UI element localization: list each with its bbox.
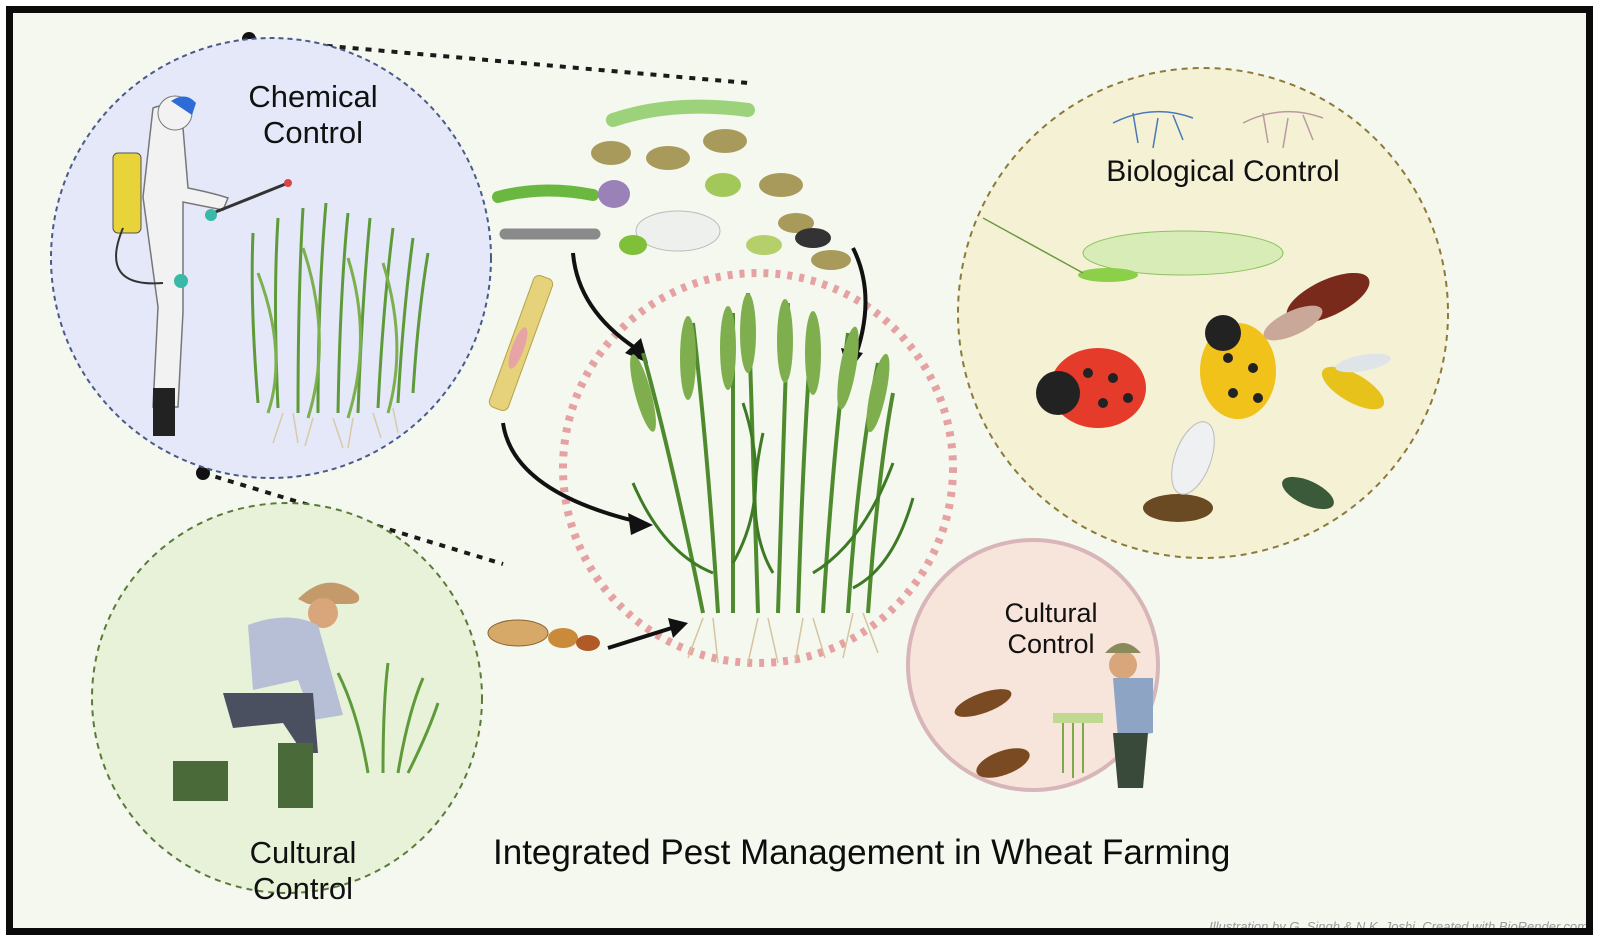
stem-borer-icon [488,274,554,412]
farmer-kneeling-icon [173,582,360,808]
zoom-dot [196,466,210,480]
aphid-icon [795,228,831,248]
biological-control-circle [957,67,1449,559]
fly-icon [1263,272,1370,341]
mite-icon [598,180,630,208]
parasitoid-wasp-icon [1143,421,1215,522]
wheat-ears [630,293,890,433]
wasp-icon [1321,353,1391,410]
wheat-crop-circle [559,269,957,667]
termite-icon [487,619,600,651]
credit-line: Illustration by G. Singh & N.K. Joshi. C… [1209,919,1588,934]
aphid-icon [591,141,631,165]
wheat-leaves [631,402,915,590]
wheat-roots [687,612,879,664]
pest-insects-icon [954,689,1030,778]
sprayer-person-icon [112,95,292,436]
diagram-frame: Chemical Control Biological Control Cult… [6,6,1593,935]
aphid-icon [646,146,690,170]
arrowheads [625,338,863,638]
biological-control-label: Biological Control [1106,155,1340,188]
aphid-icon [778,213,814,233]
caterpillar-icon [606,99,755,127]
ipm-illustration [50,32,1449,894]
ladybug-icon [1036,348,1146,428]
pest-cluster [487,99,851,651]
wheat-roots [272,407,399,449]
fungal-hyphae-icon [1242,110,1324,149]
cultural-control-circle-right [906,538,1160,792]
cultural-control-label-left: Cultural Control [249,835,357,906]
arrow-icon [501,247,868,650]
caterpillar-icon [492,184,599,203]
ladybug-icon [1200,315,1276,419]
lacewing-icon [982,217,1284,282]
winged-aphid-icon [619,210,721,255]
beetle-icon [1282,476,1334,510]
wheat-field-icon [250,202,430,419]
diagram-title: Integrated Pest Management in Wheat Farm… [493,833,1231,872]
aphid-icon [811,250,851,270]
cultural-control-label-right: Cultural Control [1004,598,1098,660]
fungal-hyphae-icon [1112,110,1194,149]
aphid-icon [705,173,741,197]
aphid-icon [759,173,803,197]
farmer-cutting-icon [1053,643,1153,788]
biological-agents [982,217,1391,522]
wheat-plant-icon [336,662,440,774]
aphid-icon [746,235,782,255]
aphid-icon [703,129,747,153]
chemical-control-label: Chemical Control [248,79,378,150]
